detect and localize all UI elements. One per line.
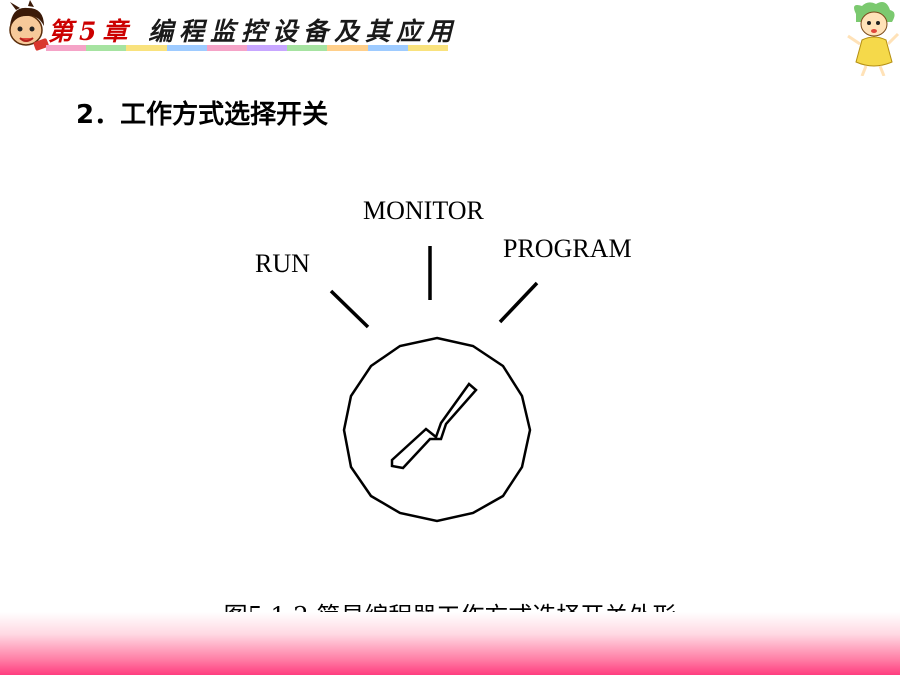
program-position-tick	[498, 281, 539, 324]
title-underline	[46, 45, 449, 51]
switch-dial	[342, 336, 532, 523]
underline-segment	[247, 45, 288, 51]
chapter-number: 第5章	[48, 17, 134, 46]
label-program: PROGRAM	[503, 234, 632, 263]
chapter-title: 第5章 编程监控设备及其应用	[48, 12, 458, 48]
underline-segment	[327, 45, 368, 51]
underline-segment	[166, 45, 207, 51]
key-icon	[390, 382, 478, 470]
underline-segment	[46, 45, 87, 51]
underline-segment	[86, 45, 127, 51]
underline-segment	[126, 45, 167, 51]
cartoon-kid-icon	[9, 0, 49, 51]
underline-segment	[367, 45, 408, 51]
section-heading: 2．工作方式选择开关	[76, 100, 329, 130]
slide-header: 第5章 编程监控设备及其应用	[0, 0, 900, 76]
chapter-name: 编程监控设备及其应用	[148, 17, 459, 46]
footer-gradient-band	[0, 612, 900, 675]
underline-segment	[206, 45, 248, 51]
underline-segment	[287, 45, 328, 51]
run-position-tick	[329, 289, 370, 329]
cartoon-fairy-icon	[847, 2, 900, 76]
underline-segment	[407, 45, 449, 51]
label-monitor: MONITOR	[363, 196, 484, 225]
label-run: RUN	[255, 249, 310, 278]
